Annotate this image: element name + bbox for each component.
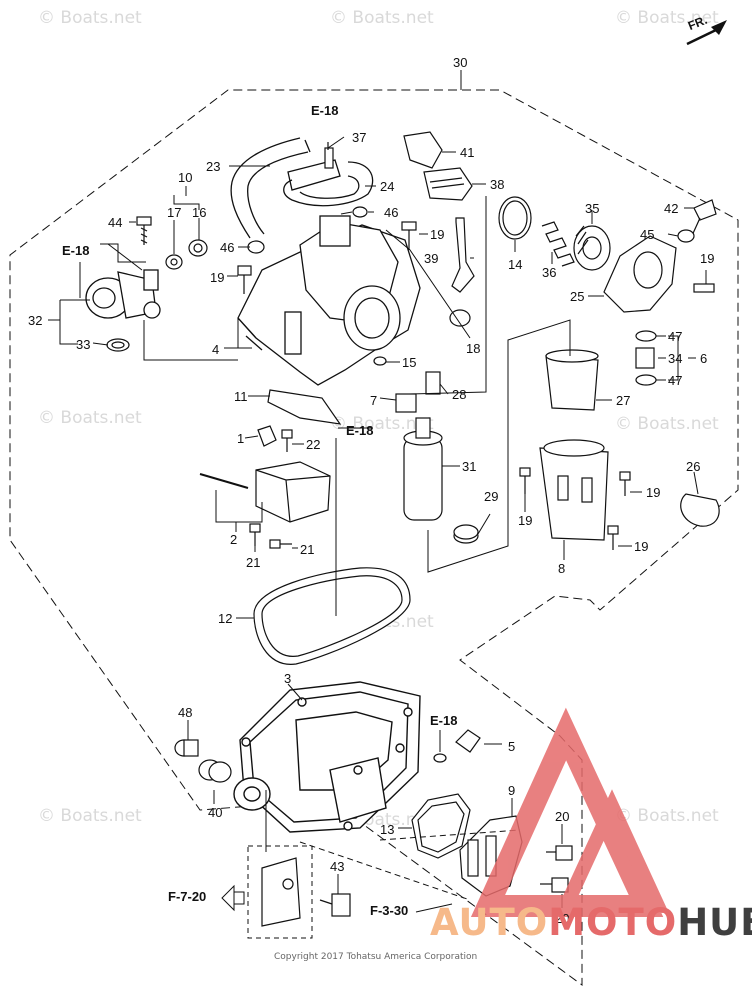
part-label: 21	[300, 542, 315, 557]
part-label: 19	[634, 539, 649, 554]
part-label: 9	[508, 783, 516, 798]
watermark: © Boats.net	[38, 408, 142, 428]
watermark: © Boats.net	[330, 8, 434, 28]
part-label: 6	[700, 351, 708, 366]
reference-label: E-18	[430, 713, 458, 728]
part-label: 19	[518, 513, 533, 528]
part-label: 11	[234, 389, 248, 404]
part-label: 38	[490, 177, 505, 192]
assembly-number: 30	[453, 55, 468, 70]
reference-label: F-3-30	[370, 903, 409, 918]
direction-arrow	[711, 20, 727, 35]
reference-label: E-18	[311, 103, 339, 118]
float-chamber	[233, 681, 421, 833]
leader-lines	[48, 136, 707, 939]
watermark: © Boats.net	[38, 806, 142, 826]
part-label: 47	[668, 373, 683, 388]
reference-label: E-18	[346, 423, 374, 438]
part-label: 33	[76, 337, 91, 352]
watermark: © Boats.net	[615, 8, 719, 28]
part-label: 29	[484, 489, 499, 504]
part-label: 46	[220, 240, 235, 255]
part-label: 13	[380, 822, 395, 837]
copyright: Copyright 2017 Tohatsu America Corporati…	[274, 952, 478, 962]
part-label: 19	[210, 270, 225, 285]
part-label: 17	[167, 205, 182, 220]
part-label: 19	[430, 227, 445, 242]
part-label: 14	[508, 257, 523, 272]
part-label: 5	[508, 739, 516, 754]
watermark: © Boats.net	[330, 414, 434, 434]
part-label: 44	[108, 215, 123, 230]
part-label: 15	[402, 355, 417, 370]
vapor-separator-body	[237, 215, 421, 386]
watermark: © Boats.net	[615, 414, 719, 434]
reference-label: F-7-20	[168, 889, 207, 904]
part-label: 36	[542, 265, 557, 280]
part-label: 23	[206, 159, 221, 174]
part-label: 37	[352, 130, 367, 145]
part-label: 24	[380, 179, 395, 194]
part-label: 42	[664, 201, 679, 216]
part-label: 48	[178, 705, 193, 720]
part-label: 22	[306, 437, 321, 452]
part-label: 10	[178, 170, 193, 185]
part-label: 31	[462, 459, 477, 474]
part-label: 40	[208, 805, 223, 820]
pressure-regulator	[85, 269, 161, 319]
part-label: 45	[640, 227, 655, 242]
part-label: 16	[192, 205, 207, 220]
part-label: 2	[230, 532, 238, 547]
part-label: 43	[330, 859, 345, 874]
part-label: 19	[700, 251, 715, 266]
fuel-hoses	[230, 137, 374, 239]
part-label: 25	[570, 289, 585, 304]
part-label: 39	[424, 251, 439, 266]
part-label: 20	[555, 809, 570, 824]
lower-parts	[174, 729, 573, 927]
part-label: 46	[384, 205, 399, 220]
part-label: 4	[212, 342, 220, 357]
part-label: 32	[28, 313, 43, 328]
part-label: 34	[668, 351, 683, 366]
part-label: 3	[284, 671, 292, 686]
part-label: 18	[466, 341, 481, 356]
part-label: 35	[585, 201, 600, 216]
part-label: 27	[616, 393, 631, 408]
part-label: 21	[246, 555, 261, 570]
part-label: 1	[237, 431, 245, 446]
part-label: 41	[460, 145, 475, 160]
part-label: 7	[370, 393, 378, 408]
part-label: 26	[686, 459, 701, 474]
part-label: 28	[452, 387, 467, 402]
part-label: 12	[218, 611, 233, 626]
small-parts	[106, 131, 720, 665]
watermark: © Boats.net	[38, 8, 142, 28]
part-label: 8	[558, 561, 566, 576]
brand-wordmark: AUTOMOTOHUB	[430, 901, 752, 944]
reference-label: E-18	[62, 243, 90, 258]
part-label: 19	[646, 485, 661, 500]
part-label: 47	[668, 329, 683, 344]
part-label: 20	[555, 911, 570, 926]
brand-logo-icon	[470, 707, 669, 917]
watermark: © Boats.net	[615, 806, 719, 826]
